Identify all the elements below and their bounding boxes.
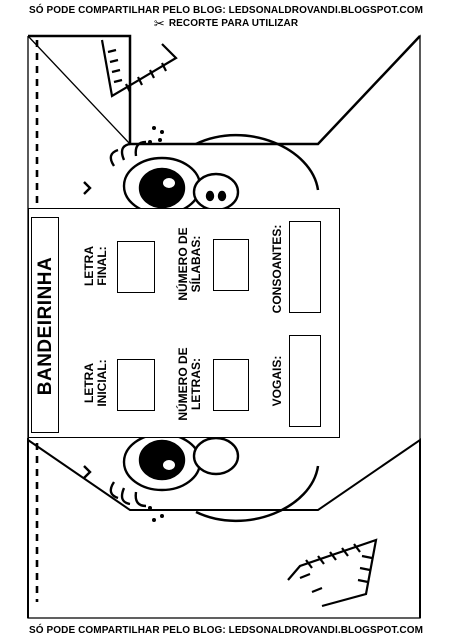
scissors-icon: ✂: [153, 15, 165, 31]
cut-instruction-label: RECORTE PARA UTILIZAR: [168, 18, 299, 29]
answer-box-vogais[interactable]: [289, 335, 321, 427]
lower-eye: [83, 432, 202, 508]
answer-box-consoantes[interactable]: [289, 221, 321, 313]
nose-upper: [192, 172, 240, 212]
footer-credit: SÓ PODE COMPARTILHAR PELO BLOG: LEDSONAL…: [28, 625, 424, 636]
header-credit: SÓ PODE COMPARTILHAR PELO BLOG: LEDSONAL…: [28, 5, 424, 16]
worksheet-title: BANDEIRINHA: [35, 256, 56, 396]
answer-box-letra-final[interactable]: [117, 241, 155, 293]
head-curve-lower: [195, 465, 320, 522]
upper-fold-shape: [28, 34, 421, 146]
nose-lower: [192, 436, 240, 476]
label-consoantes: CONSOANTES:: [270, 224, 284, 314]
title-box: BANDEIRINHA: [31, 217, 59, 433]
head-curve-upper: [195, 134, 320, 191]
answer-box-letra-inicial[interactable]: [117, 359, 155, 411]
cut-instruction: ✂ RECORTE PARA UTILIZAR: [0, 15, 452, 31]
label-vogais: VOGAIS:: [270, 355, 284, 407]
answer-box-letras[interactable]: [213, 359, 249, 411]
patch-bottom-right: [287, 538, 378, 608]
patch-top-left: [100, 39, 178, 98]
freckles: [148, 126, 164, 144]
lower-fold-shape: [27, 438, 421, 618]
freckles-lower: [148, 506, 164, 522]
answer-box-silabas[interactable]: [213, 239, 249, 291]
upper-eye: [83, 140, 202, 216]
